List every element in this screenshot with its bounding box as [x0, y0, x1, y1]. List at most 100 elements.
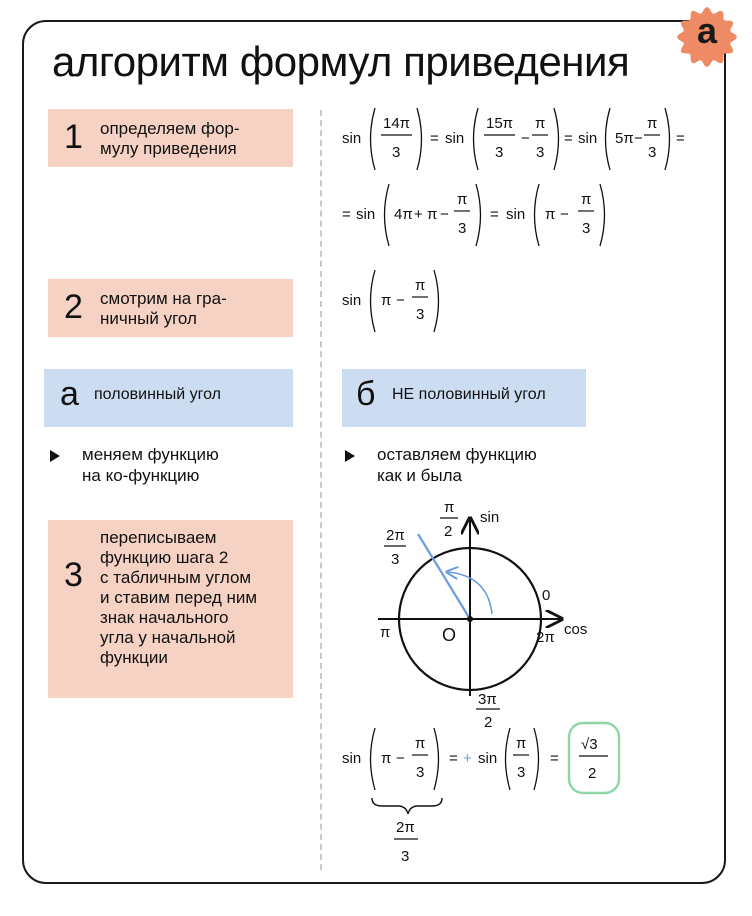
- left-paren: [369, 107, 376, 171]
- result-denominator: 2: [588, 765, 596, 782]
- case-a-bullet: меняем функцию на ко-функцию: [50, 444, 300, 488]
- badge: а: [676, 6, 738, 68]
- bullet-arrow-icon: [345, 450, 355, 462]
- step-3-line: функции: [100, 648, 168, 667]
- sin-axis-label: sin: [480, 509, 499, 526]
- step-2-box: 2 смотрим на гра- ничный угол: [48, 279, 293, 337]
- right-paren: [664, 107, 671, 171]
- sin-label: sin: [478, 750, 497, 767]
- bottom-angle-denominator: 2: [484, 714, 492, 731]
- rotation-arc: [448, 572, 493, 615]
- origin-point: [467, 616, 473, 622]
- case-b-bullet-text: оставляем функцию как и была: [377, 444, 537, 486]
- step-1-number: 1: [64, 118, 83, 156]
- equation-1: sin 14π 3 = sin 15π 3 − π 3 = sin 5π − π…: [342, 107, 685, 171]
- right-paren: [433, 727, 440, 791]
- numerator: π: [457, 191, 467, 208]
- right-paren: [599, 183, 606, 247]
- equals-sign: =: [430, 130, 439, 147]
- minus-sign: −: [521, 130, 530, 147]
- minus-sign: −: [560, 206, 569, 223]
- case-b-bullet-line: оставляем функцию: [377, 445, 537, 464]
- step-2-line: ничный угол: [100, 309, 197, 328]
- brace-numerator: 2π: [396, 819, 415, 836]
- equals-sign: =: [550, 750, 559, 767]
- case-b-letter: б: [356, 375, 376, 413]
- marked-angle-numerator: 2π: [386, 527, 405, 544]
- left-paren: [604, 107, 611, 171]
- step-3-number: 3: [64, 556, 83, 594]
- step-3-line: знак начального: [100, 608, 229, 627]
- cos-axis-label: cos: [564, 621, 587, 638]
- zero-label: 0: [542, 587, 550, 604]
- origin-label: O: [442, 625, 456, 645]
- right-paren: [433, 269, 440, 333]
- left-paren: [369, 269, 376, 333]
- case-a-label: половинный угол: [94, 386, 221, 403]
- step-1-line: определяем фор-: [100, 119, 240, 138]
- left-paren: [383, 183, 390, 247]
- right-paren: [416, 107, 423, 171]
- case-a-box: а половинный угол: [44, 369, 293, 427]
- term: π: [427, 206, 437, 223]
- term: π: [381, 292, 391, 309]
- numerator: π: [415, 277, 425, 294]
- plus-sign: +: [414, 206, 423, 223]
- numerator: 14π: [383, 115, 410, 132]
- numerator: 15π: [486, 115, 513, 132]
- equation-2: = sin 4π + π − π 3 = sin π − π 3: [342, 183, 606, 247]
- step-1-box: 1 определяем фор- мулу приведения: [48, 109, 293, 167]
- case-a-bullet-text: меняем функцию на ко-функцию: [82, 444, 219, 486]
- step-1-line: мулу приведения: [100, 139, 237, 158]
- sin-label: sin: [342, 130, 361, 147]
- case-a-bullet-line: меняем функцию: [82, 445, 219, 464]
- underbrace: [371, 797, 443, 815]
- step-2-number: 2: [64, 288, 83, 326]
- step-3-line: и ставим перед ним: [100, 588, 258, 607]
- left-paren: [369, 727, 376, 791]
- denominator: 3: [416, 764, 424, 781]
- denominator: 3: [392, 144, 400, 161]
- equals-sign: =: [490, 206, 499, 223]
- term: π: [381, 750, 391, 767]
- numerator: π: [581, 191, 591, 208]
- step-3-text: переписываем функцию шага 2 с табличным …: [100, 528, 257, 668]
- equals-sign: =: [564, 130, 573, 147]
- equals-sign: =: [449, 750, 458, 767]
- denominator: 3: [536, 144, 544, 161]
- case-b-bullet-line: как и была: [377, 466, 462, 485]
- sin-label: sin: [445, 130, 464, 147]
- minus-sign: −: [396, 750, 405, 767]
- case-b-bullet: оставляем функцию как и была: [345, 444, 595, 488]
- term: 5π: [615, 130, 634, 147]
- minus-sign: −: [634, 130, 643, 147]
- page-title: алгоритм формул приведения: [52, 38, 630, 85]
- angle-ray: [417, 533, 471, 620]
- numerator: π: [647, 115, 657, 132]
- left-paren: [472, 107, 479, 171]
- result-numerator: √3: [581, 736, 598, 753]
- minus-sign: −: [440, 206, 449, 223]
- top-angle-numerator: π: [444, 499, 454, 516]
- top-angle-denominator: 2: [444, 523, 452, 540]
- denominator: 3: [582, 220, 590, 237]
- term: π: [545, 206, 555, 223]
- denominator: 3: [517, 764, 525, 781]
- step-3-line: с табличным углом: [100, 568, 252, 587]
- sin-label: sin: [578, 130, 597, 147]
- minus-sign: −: [396, 292, 405, 309]
- badge-letter: а: [696, 10, 718, 51]
- badge-shape: [677, 7, 737, 67]
- sin-label: sin: [506, 206, 525, 223]
- case-b-label: НЕ половинный угол: [392, 386, 546, 403]
- step-3-box: 3 переписываем функцию шага 2 с табличны…: [48, 520, 293, 698]
- case-b-box: б НЕ половинный угол: [342, 369, 586, 427]
- right-paren: [553, 107, 560, 171]
- final-equation: sin π − π 3 = + sin π 3 = √3 2 2π 3: [342, 721, 621, 865]
- bottom-angle-numerator: 3π: [478, 691, 497, 708]
- left-paren: [504, 727, 511, 791]
- right-paren: [533, 727, 540, 791]
- right-paren: [475, 183, 482, 247]
- equation-3: sin π − π 3: [342, 269, 440, 333]
- brace-denominator: 3: [401, 848, 409, 865]
